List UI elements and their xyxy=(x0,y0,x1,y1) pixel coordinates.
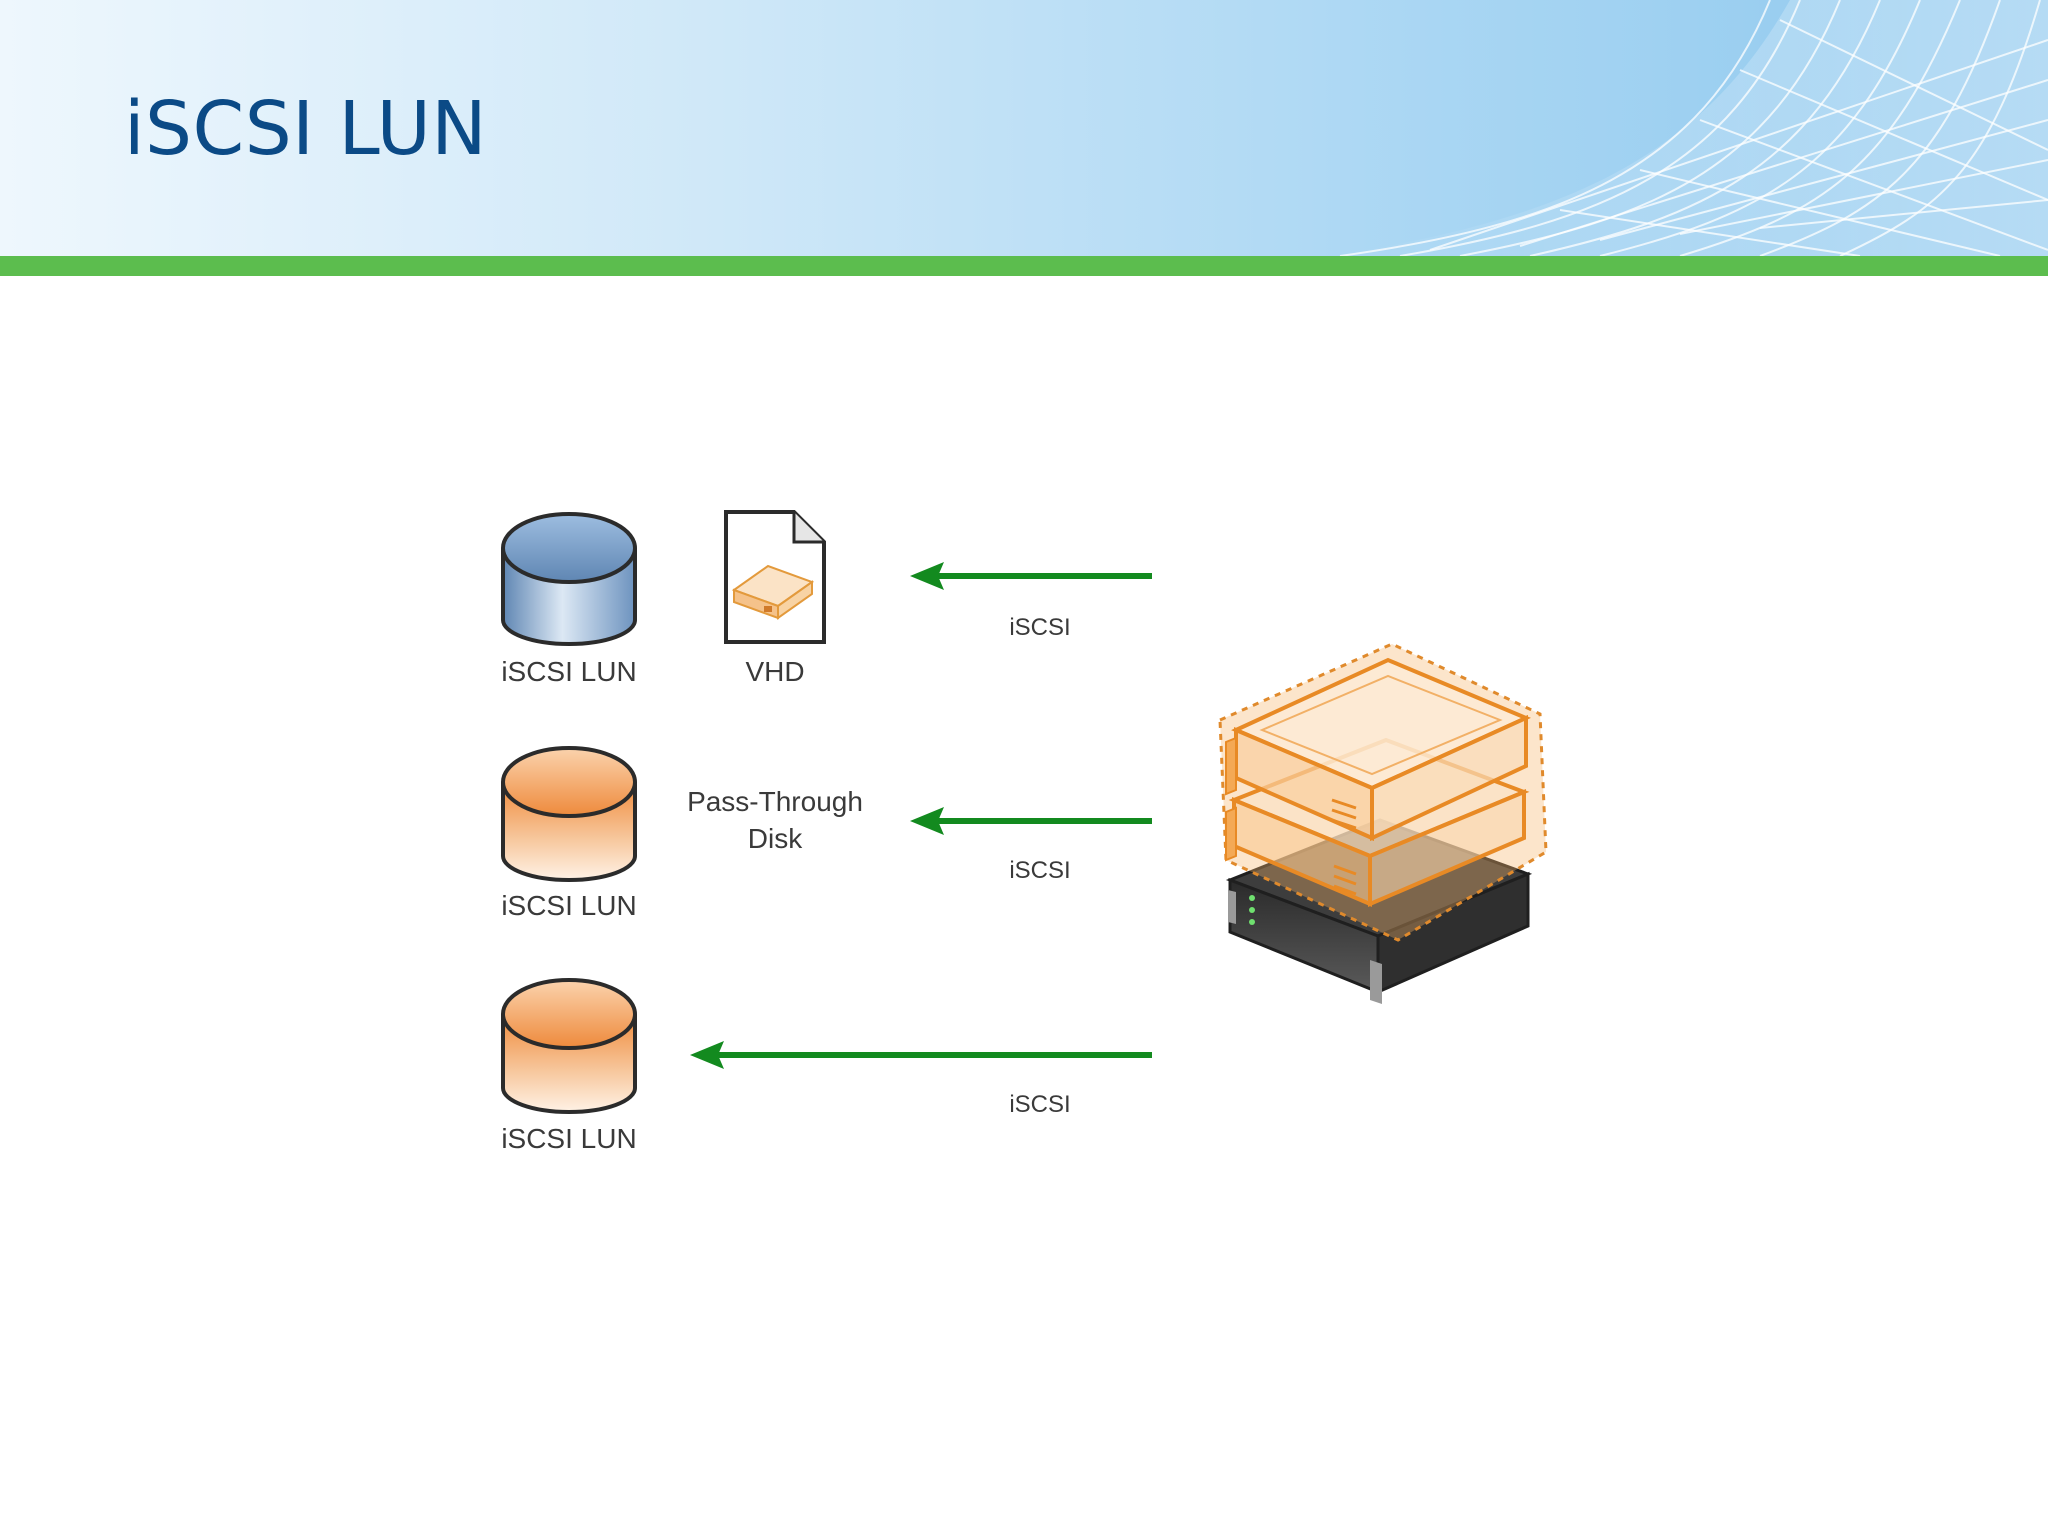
arrow-iscsi-3 xyxy=(690,1041,1152,1069)
pass-through-label-line2: Disk xyxy=(748,823,803,854)
lun-label-3: iSCSI LUN xyxy=(501,1123,636,1154)
header-accent-bar xyxy=(0,256,2048,276)
mesh-wave-decoration xyxy=(1330,0,2048,256)
slide-title: iSCSI LUN xyxy=(124,86,488,172)
header-banner: iSCSI LUN xyxy=(0,0,2048,256)
database-orange-icon xyxy=(501,746,637,882)
database-blue-icon xyxy=(501,512,637,646)
vhd-file-icon xyxy=(724,510,826,644)
lun-label-1: iSCSI LUN xyxy=(501,656,636,687)
database-orange-icon xyxy=(501,978,637,1114)
arrow-iscsi-2 xyxy=(910,807,1152,835)
iscsi-label-2: iSCSI xyxy=(1009,857,1070,884)
arrow-iscsi-1 xyxy=(910,562,1152,590)
lun-label-2: iSCSI LUN xyxy=(501,890,636,921)
pass-through-label-line1: Pass-Through xyxy=(687,786,863,817)
server-stack-icon xyxy=(1218,642,1548,1004)
vhd-label: VHD xyxy=(745,656,804,687)
iscsi-label-1: iSCSI xyxy=(1009,614,1070,641)
iscsi-label-3: iSCSI xyxy=(1009,1091,1070,1118)
